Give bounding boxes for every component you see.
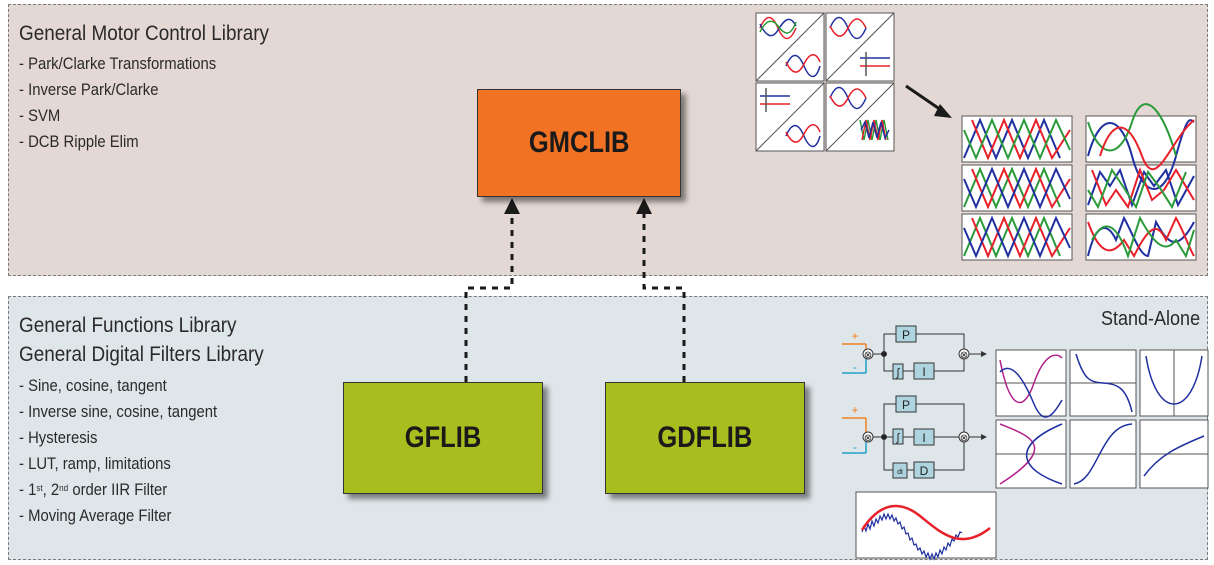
svg-text:P: P — [902, 398, 910, 412]
svg-text:dt: dt — [897, 469, 903, 476]
gmclib-block: GMCLIB — [477, 89, 681, 197]
list-item: - LUT, ramp, limitations — [19, 455, 171, 473]
svg-text:⊗: ⊗ — [960, 350, 968, 361]
transform-icon-waves — [759, 16, 890, 148]
transform-icons — [755, 12, 895, 152]
filter-noisy-signal — [861, 512, 963, 561]
list-item: - Park/Clarke Transformations — [19, 55, 217, 73]
arrowhead-right — [636, 198, 652, 214]
list-item-iir: - 1st, 2nd order IIR Filter — [19, 481, 168, 499]
svg-text:⊗: ⊗ — [864, 433, 872, 444]
gmclib-title: General Motor Control Library — [19, 22, 270, 45]
list-item: - Sine, cosine, tangent — [19, 377, 167, 395]
svg-text:+: + — [851, 403, 858, 417]
svg-text:D: D — [920, 464, 929, 478]
connector-gflib-to-gmclib — [464, 212, 514, 382]
pid-controller-diagram — [842, 395, 984, 479]
svm-waveforms — [963, 103, 1195, 260]
list-item: - DCB Ripple Elim — [19, 133, 139, 151]
svg-text:⊗: ⊗ — [864, 350, 872, 361]
connector-gdflib-to-gmclib — [642, 212, 686, 382]
stand-alone-label: Stand-Alone — [1100, 308, 1200, 330]
gflib-feature-list: - Sine, cosine, tangent - Inverse sine, … — [19, 373, 217, 529]
gflib-title: General Functions Library — [19, 314, 237, 337]
pi-controller-diagram — [842, 325, 984, 380]
list-item: - SVM — [19, 107, 61, 125]
list-item: - Hysteresis — [19, 429, 98, 447]
gmclib-feature-list: - Park/Clarke Transformations - Inverse … — [19, 51, 216, 155]
svg-text:I: I — [922, 431, 925, 445]
list-item: - Inverse sine, cosine, tangent — [19, 403, 218, 421]
svg-text:P: P — [902, 328, 910, 342]
function-curves — [999, 353, 1205, 485]
function-plots — [995, 349, 1209, 489]
svg-text:-: - — [853, 360, 857, 374]
list-item: - Moving Average Filter — [19, 507, 172, 525]
list-item: - Inverse Park/Clarke — [19, 81, 159, 99]
svg-text:∫: ∫ — [895, 432, 900, 444]
svg-text:∫: ∫ — [895, 367, 900, 379]
arrowhead-left — [504, 198, 520, 214]
svg-text:I: I — [922, 365, 925, 379]
svg-text:+: + — [851, 329, 858, 343]
svg-text:⊗: ⊗ — [960, 433, 968, 444]
svm-arrow — [905, 84, 945, 114]
filter-smoothed-signal — [860, 504, 991, 541]
svg-text:-: - — [853, 440, 857, 454]
gdflib-title: General Digital Filters Library — [19, 343, 264, 366]
filter-plot — [855, 491, 997, 559]
controller-glyphs: P I ∫ P I D ∫ dt + - + - ⊗ ⊗ ⊗ ⊗ — [851, 328, 968, 478]
gdflib-block: GDFLIB — [605, 382, 805, 494]
gflib-block: GFLIB — [343, 382, 543, 494]
